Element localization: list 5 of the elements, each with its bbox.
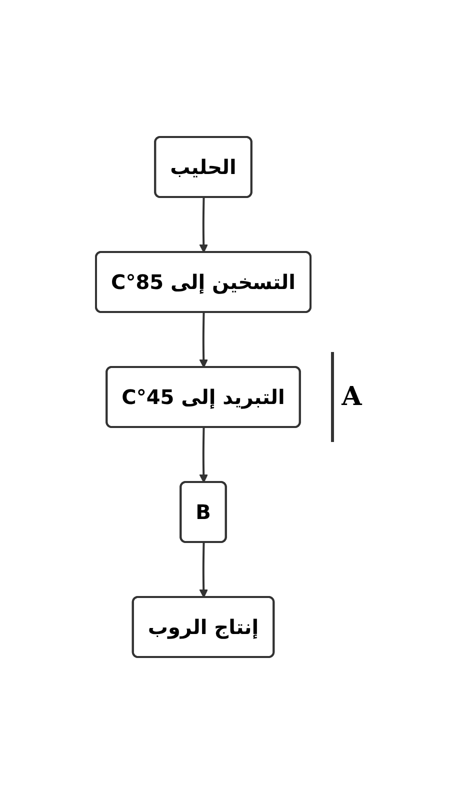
bracket-label: A	[330, 352, 362, 442]
arrow	[199, 196, 208, 252]
arrow	[199, 542, 208, 598]
arrow	[199, 426, 208, 482]
arrow	[199, 312, 208, 368]
